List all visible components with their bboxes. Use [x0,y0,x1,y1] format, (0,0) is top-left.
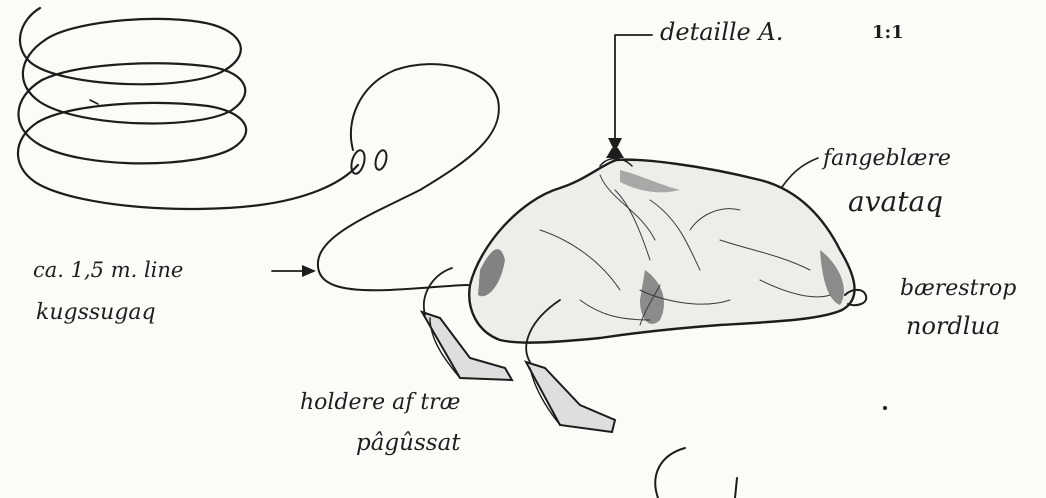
line-label-danish: ca. 1,5 m. line [33,260,183,281]
ink-dot [883,406,887,410]
bladder-label-danish: fangeblære [823,148,951,170]
strap-label-danish: bærestrop [900,278,1016,300]
line-label-greenlandic: kugssugaq [36,302,156,324]
scale-label: 1:1 [872,24,904,42]
coiled-line [18,8,358,209]
partial-sketch [655,448,685,498]
line-toggle [349,149,388,175]
holder-label-danish: holdere af træ [300,392,460,414]
detail-label: detaille A. [660,20,783,44]
float-body [469,160,854,343]
bladder-label-greenlandic: avataq [848,188,943,216]
holder-label-greenlandic: pâgûssat [356,432,461,455]
strap-label-greenlandic: nordlua [906,314,1000,338]
